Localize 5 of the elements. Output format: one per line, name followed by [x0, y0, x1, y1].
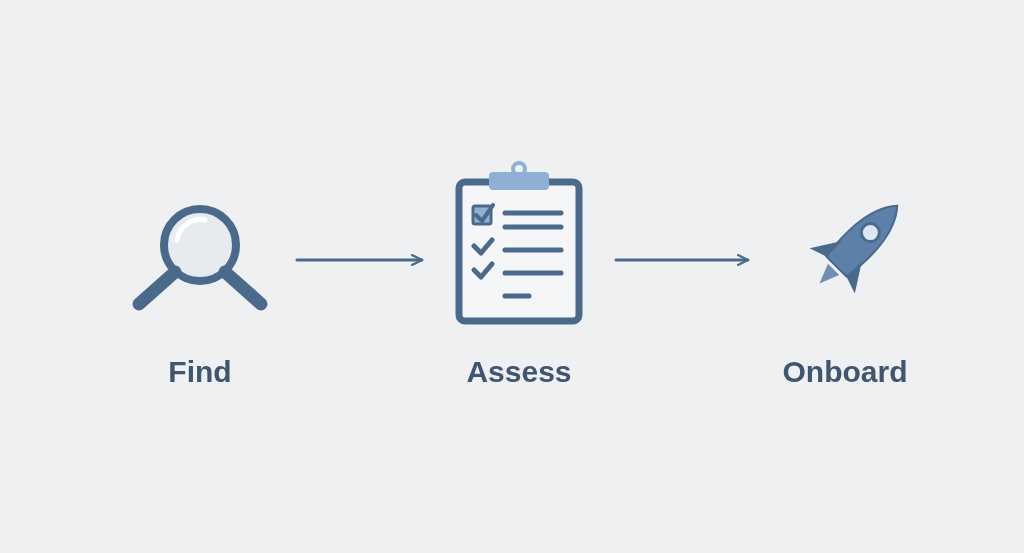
step-label: Assess [466, 355, 572, 389]
arrow [614, 253, 750, 267]
step-label: Onboard [782, 355, 908, 389]
arrow [295, 253, 424, 267]
step-label: Find [168, 355, 232, 389]
